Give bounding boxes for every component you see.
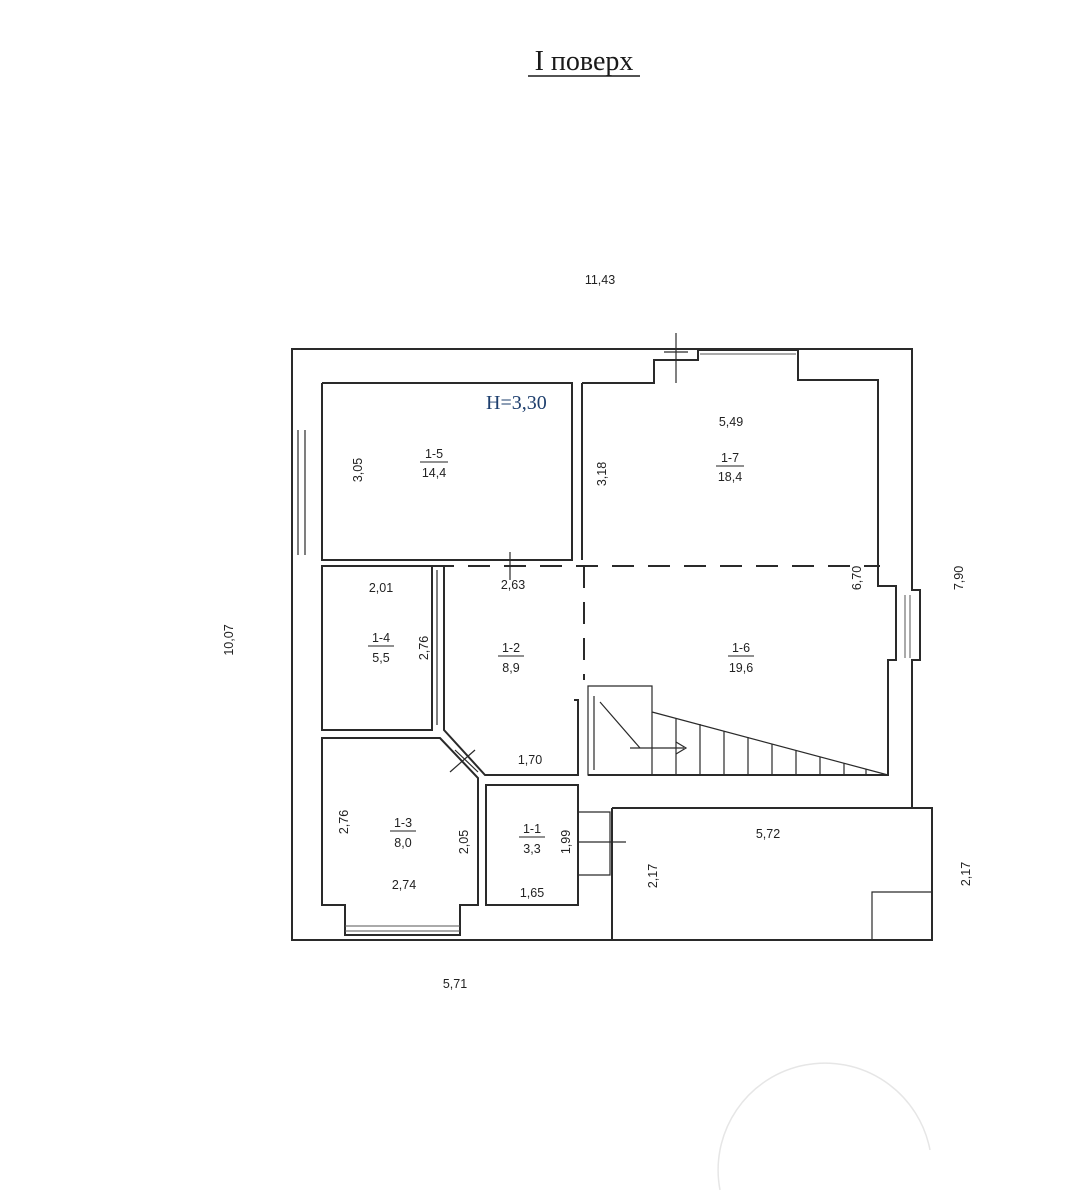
dim-r17-left: 3,18 xyxy=(595,462,609,486)
room-1-5 xyxy=(297,382,573,561)
room-1-2-area: 8,9 xyxy=(502,661,519,675)
dim-left-overall: 10,07 xyxy=(222,624,236,655)
dim-top-overall: 11,43 xyxy=(585,273,615,287)
room-1-1 xyxy=(485,784,626,906)
dim-r11-height: 1,99 xyxy=(559,830,573,854)
room-1-4-area: 5,5 xyxy=(372,651,389,665)
room-1-4-id: 1-4 xyxy=(372,631,390,645)
dim-r13-left: 2,76 xyxy=(337,810,351,834)
room-1-6-area: 19,6 xyxy=(729,661,753,675)
terrace xyxy=(612,807,933,941)
room-labels: 1-5 14,4 1-7 18,4 1-4 5,5 1-2 8,9 1-6 19… xyxy=(368,447,754,856)
dim-terrace-width: 5,72 xyxy=(756,827,780,841)
room-1-6-id: 1-6 xyxy=(732,641,750,655)
dim-r12-bottom: 1,70 xyxy=(518,753,542,767)
room-1-5-area: 14,4 xyxy=(422,466,446,480)
room-1-3-area: 8,0 xyxy=(394,836,411,850)
dim-r15-height: 3,05 xyxy=(351,458,365,482)
dim-r13-width: 2,74 xyxy=(392,878,416,892)
room-1-1-area: 3,3 xyxy=(523,842,540,856)
room-1-5-id: 1-5 xyxy=(425,447,443,461)
stamp-trace xyxy=(717,1062,931,1191)
dim-terrace-height: 2,17 xyxy=(646,864,660,888)
dimension-labels: 11,43 5,71 5,49 2,01 2,63 1,70 2,74 1,65… xyxy=(222,273,973,991)
dim-r11-width: 1,65 xyxy=(520,886,544,900)
room-1-3-id: 1-3 xyxy=(394,816,412,830)
dim-r13-right: 2,05 xyxy=(457,830,471,854)
floor-title: І поверх xyxy=(535,46,634,77)
room-1-1-id: 1-1 xyxy=(523,822,541,836)
dim-right-lower: 2,17 xyxy=(959,862,973,886)
room-1-2-id: 1-2 xyxy=(502,641,520,655)
dim-r14-width: 2,01 xyxy=(369,581,393,595)
ceiling-height-label: Н=3,30 xyxy=(486,392,547,414)
room-1-2 xyxy=(443,552,579,776)
room-1-7-area: 18,4 xyxy=(718,470,742,484)
room-divider-dashed xyxy=(432,565,880,680)
dim-r14-height: 2,76 xyxy=(417,636,431,660)
staircase xyxy=(587,685,889,776)
dim-r12-width: 2,63 xyxy=(501,578,525,592)
room-1-7 xyxy=(581,333,911,776)
dim-r16-height: 6,70 xyxy=(850,566,864,590)
dim-r17-width: 5,49 xyxy=(719,415,743,429)
dim-right-overall: 7,90 xyxy=(952,566,966,590)
room-1-3 xyxy=(321,737,479,936)
dim-bottom-overall: 5,71 xyxy=(443,977,467,991)
room-1-7-id: 1-7 xyxy=(721,451,739,465)
